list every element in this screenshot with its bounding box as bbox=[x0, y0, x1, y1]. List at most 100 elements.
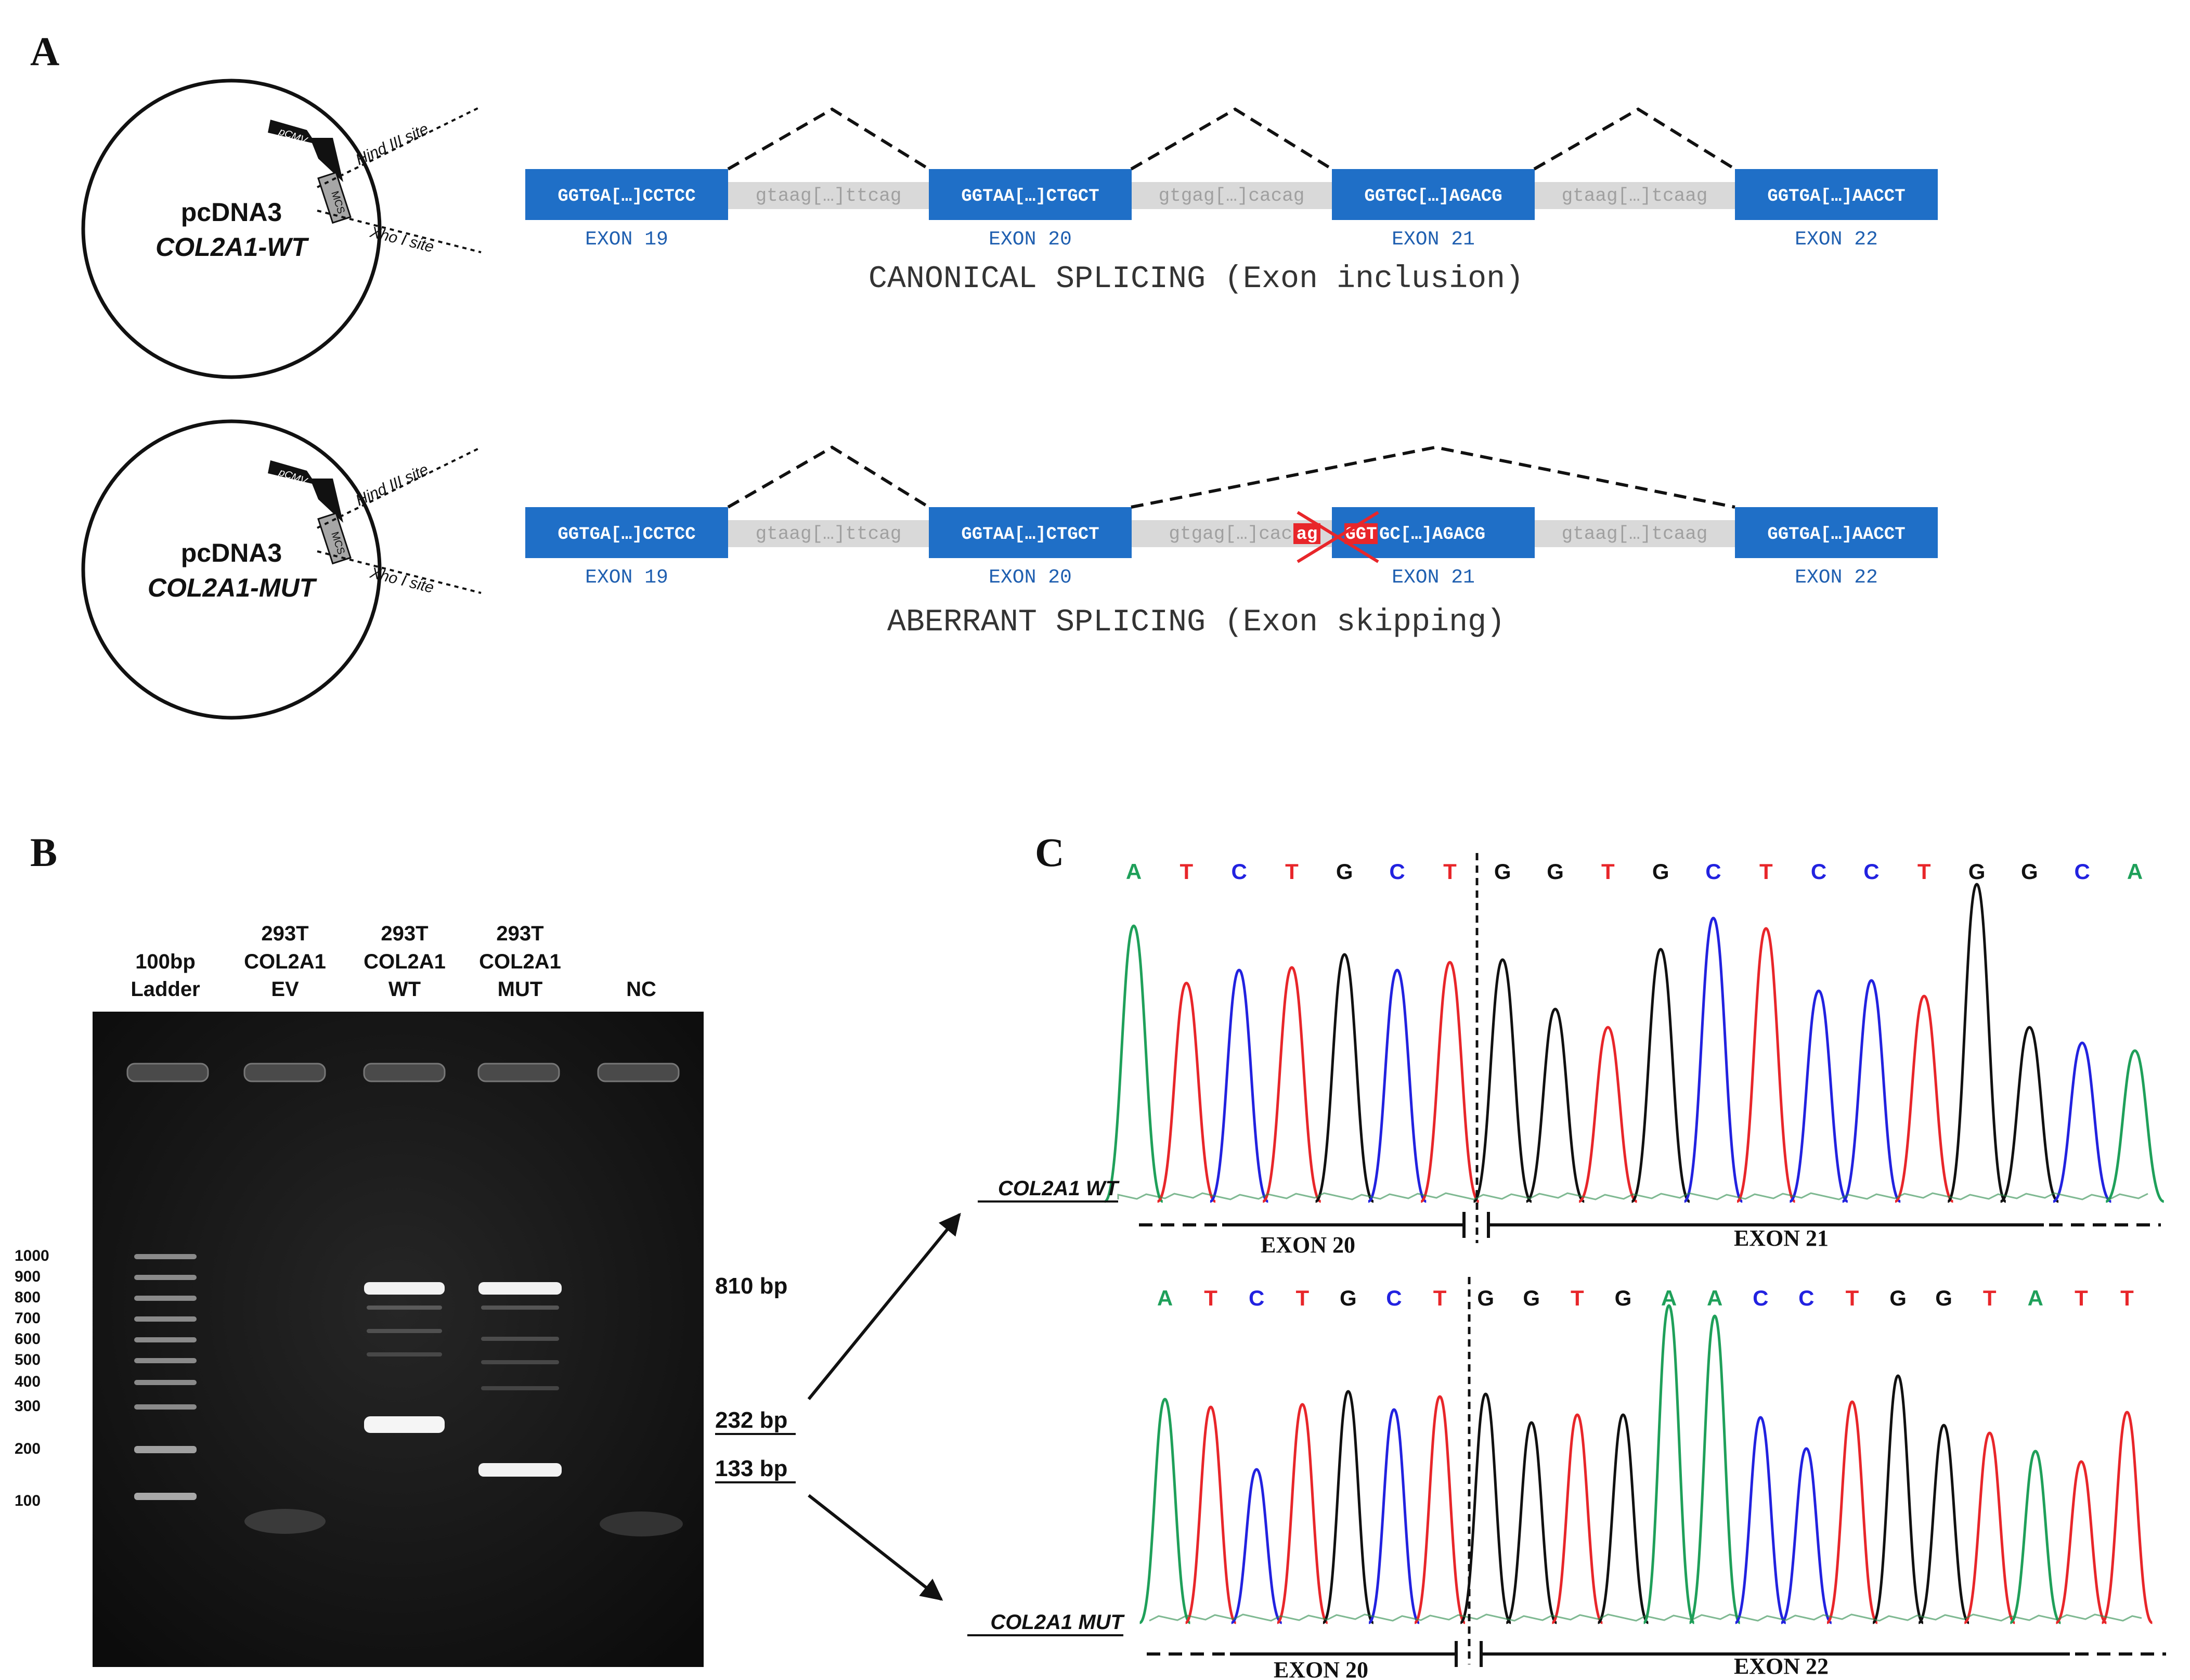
lane-header: 100bp bbox=[135, 950, 196, 973]
intron-seq: gtaag[…]tcaag bbox=[1562, 185, 1708, 206]
gel-band-mut-133 bbox=[478, 1463, 562, 1477]
hind3-line bbox=[317, 446, 482, 529]
base-call-t: T bbox=[1571, 1286, 1584, 1310]
arrow-to-mut bbox=[808, 1494, 943, 1601]
gel-band-wt-faint bbox=[367, 1306, 442, 1310]
exon-label: EXON 19 bbox=[585, 228, 668, 251]
trace-peak-t bbox=[1262, 966, 1321, 1203]
trace-peak-g bbox=[1631, 948, 1691, 1203]
insert-name: COL2A1-WT bbox=[155, 232, 309, 262]
trace-peak-t bbox=[1185, 1405, 1237, 1624]
base-call-t: T bbox=[2120, 1286, 2134, 1310]
trace-peak-c bbox=[1842, 979, 1901, 1203]
plasmid-wt: pCMV MCS Hind III site Xho I site pcDNA3… bbox=[81, 79, 482, 379]
hind3-label: Hind III site bbox=[353, 461, 431, 509]
lane-header: 293T bbox=[261, 922, 308, 945]
band-label-810: 810 bp bbox=[715, 1273, 787, 1299]
base-call-t: T bbox=[2075, 1286, 2088, 1310]
trace-peak-c bbox=[1230, 1468, 1282, 1624]
base-call-g: G bbox=[1477, 1286, 1494, 1310]
base-call-t: T bbox=[1180, 859, 1193, 884]
exon-seq: GGTGA[…]CCTCC bbox=[558, 525, 695, 545]
trace-peak-t bbox=[1420, 961, 1480, 1203]
ladder-bands bbox=[134, 1254, 197, 1500]
ladder-band bbox=[134, 1316, 197, 1322]
promoter-arrow bbox=[268, 460, 343, 523]
ladder-label: 700 bbox=[15, 1310, 41, 1327]
trace-peak-c bbox=[2052, 1041, 2112, 1203]
intron-seq: gtaag[…]ttcag bbox=[756, 185, 902, 206]
base-call-a: A bbox=[2028, 1286, 2043, 1310]
trace-peak-t bbox=[1157, 981, 1216, 1203]
lane-header: NC bbox=[626, 978, 656, 1001]
promoter-arrow bbox=[268, 120, 343, 182]
trace-peak-a bbox=[1642, 1304, 1695, 1624]
gel-band-wt-faint bbox=[367, 1329, 442, 1333]
splice-junction-line bbox=[1130, 107, 1333, 171]
lane-header: COL2A1 bbox=[244, 950, 326, 973]
trace-peak-g bbox=[1597, 1413, 1649, 1624]
ladder-band bbox=[134, 1358, 197, 1363]
exon-seq: GGTGC[…]AGACG bbox=[1364, 187, 1502, 206]
intron-seq: gtaag[…]tcaag bbox=[1562, 523, 1708, 545]
splice-junction-line bbox=[1533, 107, 1736, 171]
gel-lane-headers: 100bp Ladder 293T COL2A1 EV 293T COL2A1 … bbox=[131, 922, 656, 1001]
base-call-g: G bbox=[1547, 859, 1564, 884]
ladder-band bbox=[134, 1296, 197, 1301]
mcs-box bbox=[317, 171, 352, 224]
xho1-line bbox=[317, 210, 482, 253]
intron-seq-mutant: gtgag[…]cac bbox=[1169, 523, 1292, 545]
lane-header: COL2A1 bbox=[364, 950, 446, 973]
exon-label: EXON 20 bbox=[989, 228, 1072, 251]
exon-box bbox=[525, 507, 728, 558]
trace-peak-t bbox=[1578, 1026, 1638, 1203]
hind3-line bbox=[317, 106, 482, 188]
trace-peak-t bbox=[2101, 1411, 2153, 1624]
exon-box bbox=[929, 169, 1132, 220]
trace-peak-g bbox=[1525, 1007, 1585, 1203]
ladder-band bbox=[134, 1380, 197, 1385]
base-call-t: T bbox=[1285, 859, 1299, 884]
lane-header: COL2A1 bbox=[479, 950, 561, 973]
gel-band-wt-faint bbox=[367, 1352, 442, 1356]
exon-label: EXON 22 bbox=[1795, 566, 1878, 589]
base-call-a: A bbox=[1126, 859, 1142, 884]
sample-label: COL2A1 MUT bbox=[990, 1611, 1125, 1634]
trace-peak-t bbox=[1276, 1403, 1329, 1624]
gel-band-mut-faint bbox=[481, 1386, 559, 1390]
exon-seq: GGTAA[…]CTGCT bbox=[961, 525, 1099, 545]
exon-left-label: EXON 20 bbox=[1274, 1657, 1368, 1680]
panel-label-c: C bbox=[1035, 830, 1064, 875]
base-call-g: G bbox=[1615, 1286, 1632, 1310]
ladder-band bbox=[134, 1446, 197, 1453]
panel-label-b: B bbox=[30, 830, 57, 875]
exon-seq-rest: GC[…]AGACG bbox=[1379, 525, 1485, 545]
base-call-a: A bbox=[2127, 859, 2143, 884]
base-call-t: T bbox=[1204, 1286, 1217, 1310]
mutant-ag: ag bbox=[1297, 525, 1318, 545]
trace-peak-t bbox=[1414, 1395, 1466, 1624]
base-call-c: C bbox=[1249, 1286, 1264, 1310]
trace-peak-a bbox=[2010, 1450, 2062, 1624]
ladder-label: 500 bbox=[15, 1351, 41, 1368]
trace-peak-t bbox=[1551, 1413, 1603, 1624]
trace-peak-a bbox=[1104, 924, 1164, 1203]
intron-box bbox=[1534, 182, 1735, 209]
lane-header: 293T bbox=[381, 922, 428, 945]
aberrant-splicing: gtaag[…]ttcag gtgag[…]cac gtaag[…]tcaag … bbox=[525, 445, 1938, 640]
trace-peak-c bbox=[1209, 968, 1269, 1203]
vector-name: pcDNA3 bbox=[181, 198, 282, 227]
trace-peak-c bbox=[1368, 1408, 1420, 1624]
exon-seq: GGTAA[…]CTGCT bbox=[961, 187, 1099, 206]
band-label-232: 232 bp bbox=[715, 1407, 787, 1433]
base-call-g: G bbox=[1336, 859, 1353, 884]
mutant-ggt-highlight bbox=[1344, 523, 1378, 544]
trace-peak-a bbox=[1688, 1314, 1742, 1624]
trace-peak-g bbox=[1946, 883, 2007, 1203]
gel-band-mut-810 bbox=[478, 1282, 562, 1295]
trace-peak-g bbox=[1459, 1392, 1512, 1624]
lane-header: EV bbox=[271, 978, 299, 1001]
